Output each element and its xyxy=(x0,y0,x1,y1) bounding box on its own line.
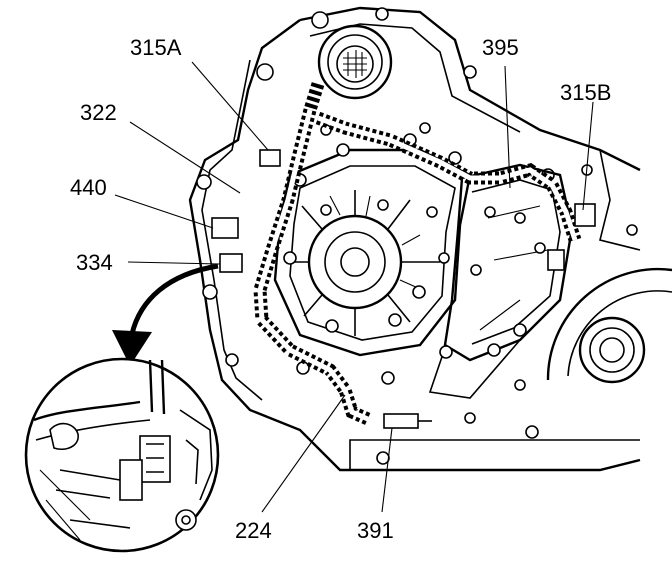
callout-440: 440 xyxy=(70,175,107,200)
harness-connectors xyxy=(211,149,596,429)
case-bolt-holes xyxy=(196,7,638,465)
callout-395: 395 xyxy=(482,35,519,60)
callout-315a: 315A xyxy=(130,35,182,60)
detail-inset xyxy=(24,357,220,553)
callout-334: 334 xyxy=(76,250,113,275)
leader-lines xyxy=(114,61,594,513)
plate-bolts xyxy=(283,122,546,391)
callout-391: 391 xyxy=(357,518,394,543)
output-housing xyxy=(546,267,672,384)
input-shaft-seal xyxy=(317,24,393,100)
callout-labels: 315A 322 440 334 395 315B 224 391 xyxy=(70,35,611,543)
callout-322: 322 xyxy=(80,100,117,125)
callout-224: 224 xyxy=(235,518,272,543)
valve-body xyxy=(428,163,574,399)
wiring-harness xyxy=(253,82,582,426)
detail-arrow xyxy=(112,263,219,366)
callout-315b: 315B xyxy=(560,80,611,105)
